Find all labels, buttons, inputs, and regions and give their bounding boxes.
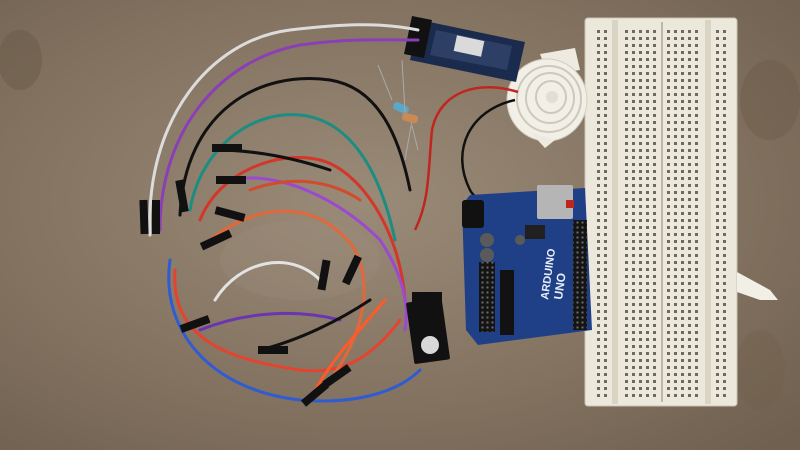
digital-header [573, 220, 587, 330]
sensor-module [406, 292, 450, 364]
arduino-uno-board: ARDUINO UNO [462, 185, 592, 345]
power-jack [462, 200, 484, 228]
buzzer [506, 48, 588, 148]
usb-port [537, 185, 573, 219]
power-header [479, 262, 495, 332]
microcontroller-chip [500, 270, 514, 335]
jumper-wire-bundle [148, 23, 422, 403]
bluetooth-module [404, 16, 525, 82]
resistors [377, 59, 419, 161]
breadboard-clip [737, 272, 778, 300]
board-model-label: UNO [551, 272, 569, 300]
breadboard [584, 17, 778, 407]
jumper-wire-connectors [139, 144, 362, 407]
